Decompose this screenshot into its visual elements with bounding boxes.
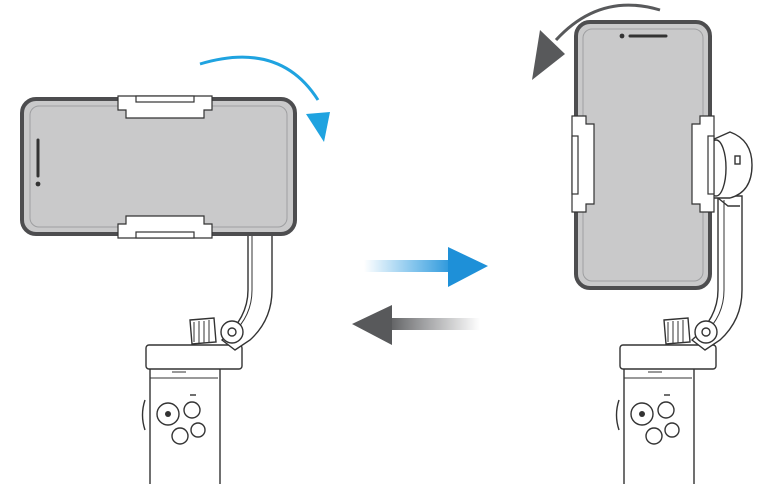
right-gimbal-portrait xyxy=(532,3,753,484)
right-phone-clamp xyxy=(571,115,715,213)
left-gimbal-controls xyxy=(156,394,206,445)
left-gimbal-arm xyxy=(189,227,273,351)
left-phone-landscape xyxy=(20,97,297,236)
arrow-right-icon xyxy=(364,247,488,287)
record-button-icon xyxy=(664,422,680,438)
record-button-icon xyxy=(190,422,206,438)
right-gimbal-arm xyxy=(663,131,753,351)
right-gimbal-handle xyxy=(615,344,717,484)
mode-button-icon xyxy=(645,427,663,445)
transition-arrows xyxy=(352,247,488,345)
rotate-clockwise-arrow-icon xyxy=(199,55,330,142)
power-button-icon xyxy=(183,401,201,419)
left-gimbal-handle xyxy=(141,344,243,484)
right-phone-portrait xyxy=(574,20,712,290)
right-gimbal-controls xyxy=(630,394,680,445)
left-gimbal-landscape xyxy=(20,55,330,484)
rotate-counterclockwise-arrow-icon xyxy=(532,3,661,80)
front-camera-icon xyxy=(35,181,41,187)
left-phone-clamp xyxy=(117,95,213,239)
mode-button-icon xyxy=(171,427,189,445)
arrow-left-icon xyxy=(352,305,480,345)
power-button-icon xyxy=(657,401,675,419)
front-camera-icon xyxy=(619,33,625,39)
